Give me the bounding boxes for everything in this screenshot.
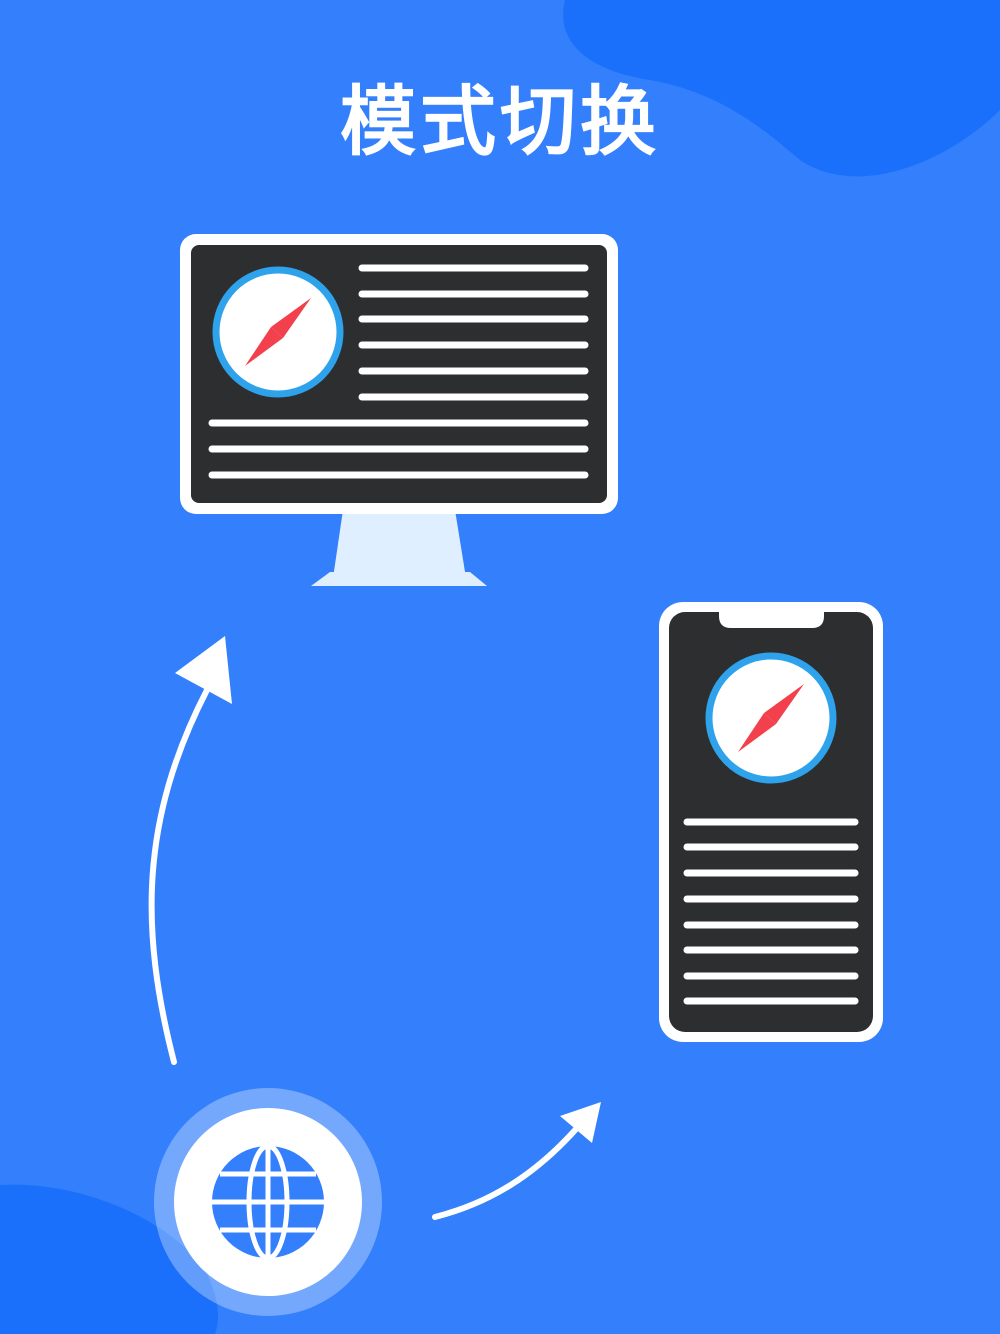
desktop-monitor-icon	[180, 234, 618, 586]
monitor-stand	[333, 510, 466, 578]
compass-icon	[212, 266, 344, 398]
smartphone-icon	[659, 602, 883, 1042]
compass-icon	[705, 652, 837, 784]
top-right-blob	[563, 0, 1000, 177]
monitor-base	[311, 572, 487, 586]
arrow-to-desktop	[148, 636, 232, 1065]
page-title: 模式切换	[340, 77, 660, 166]
phone-text-lines	[683, 818, 859, 1005]
globe-icon	[212, 1143, 324, 1261]
bottom-left-blob	[0, 1184, 218, 1334]
phone-notch	[719, 610, 824, 628]
monitor-text-lines	[208, 264, 589, 479]
arrow-to-phone	[432, 1102, 601, 1220]
globe-button[interactable]	[154, 1088, 382, 1316]
